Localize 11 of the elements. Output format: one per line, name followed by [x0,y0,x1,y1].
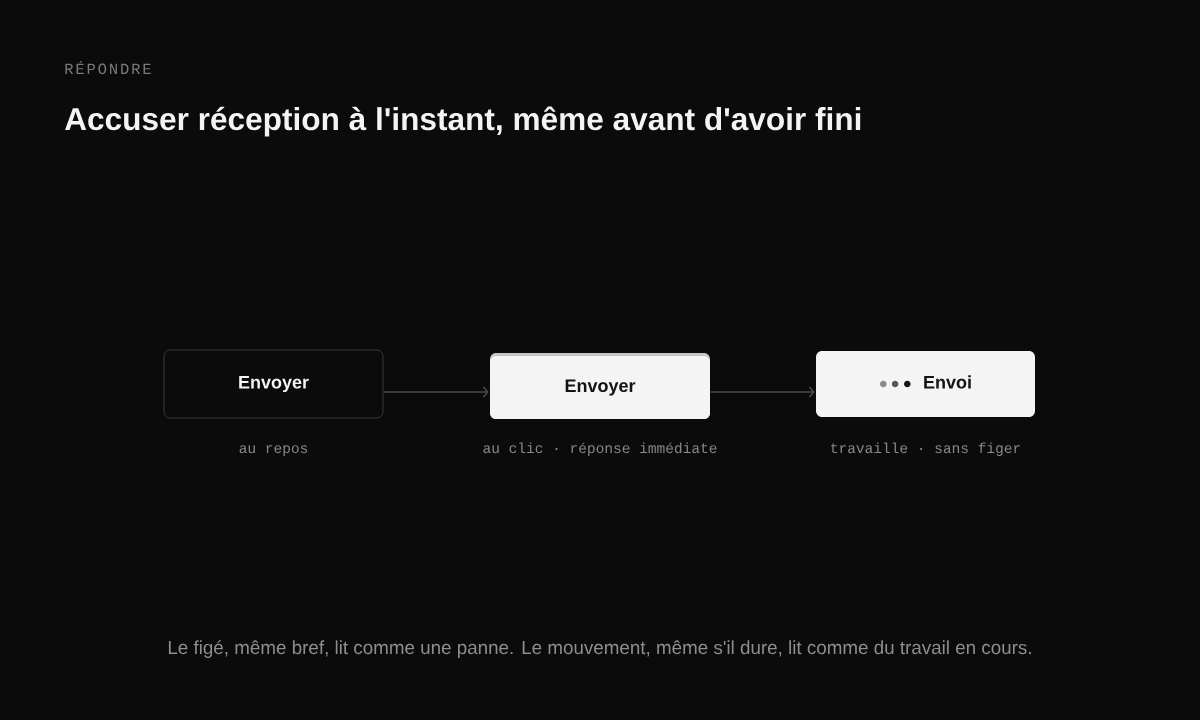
caption: Le figé, même bref, lit comme une panne. Le mouvement, même s'il dure, lit comme du travail en cours. [168,640,1031,658]
loading-button: Envoi [816,351,1035,417]
state-caption: au repos [239,445,308,456]
title: Accuser réception à l'instant, même avant d'avoir fini [65,106,861,137]
state-caption: au clic · réponse immédiate [483,442,717,456]
eyebrow-label: RÉPONDRE [65,61,151,75]
idle-button: Envoyer [163,349,384,419]
pressed-button: Envoyer [490,353,710,419]
state-caption: travaille · sans figer [831,442,1020,456]
arrow [709,386,815,398]
arrow [383,386,489,398]
